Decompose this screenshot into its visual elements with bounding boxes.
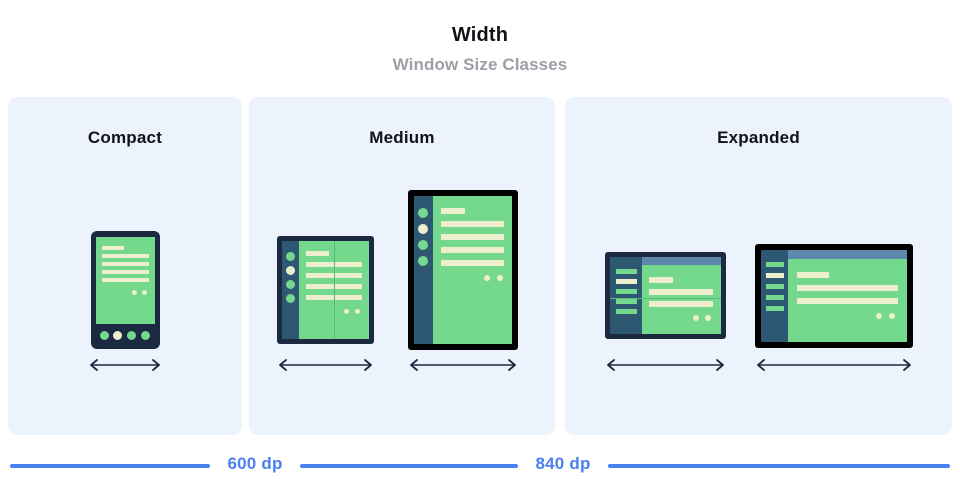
foldable-screen [610, 257, 721, 334]
phone-screen [96, 237, 155, 324]
content-bar [102, 278, 149, 282]
panel-label-compact: Compact [87, 128, 163, 147]
content-dot [355, 309, 360, 314]
app-top-bar [788, 250, 907, 259]
phone-bottom-nav [96, 327, 155, 343]
content-bar [797, 272, 829, 278]
fold-line-vertical [334, 241, 335, 339]
content-dot [889, 313, 895, 319]
nav-item[interactable] [127, 331, 136, 340]
ruler-segment-right [300, 464, 494, 468]
nav-item[interactable] [286, 294, 295, 303]
ruler-segment-left [10, 464, 210, 468]
content-dot [693, 315, 699, 321]
content-bar [441, 221, 504, 227]
nav-item[interactable] [616, 299, 637, 304]
device-foldable-landscape [605, 252, 726, 339]
device-phone-portrait [91, 231, 160, 349]
navigation-drawer [610, 257, 642, 334]
width-arrow-expanded-tablet [754, 358, 914, 372]
content-dot [344, 309, 349, 314]
content-dot [484, 275, 490, 281]
page-subtitle: Window Size Classes [392, 55, 568, 74]
fold-line-horizontal [610, 298, 721, 299]
content-bar [102, 262, 149, 266]
nav-item[interactable] [418, 240, 428, 250]
nav-item-active[interactable] [113, 331, 122, 340]
panel-medium: Medium [249, 97, 555, 435]
tablet-screen [414, 196, 512, 344]
device-tablet-portrait [408, 190, 518, 350]
content-bar [102, 246, 124, 250]
ruler-segment-left [460, 464, 518, 468]
ruler-label-600dp: 600 dp [227, 454, 283, 473]
content-dot [705, 315, 711, 321]
content-dot [497, 275, 503, 281]
width-arrow-medium-foldable [276, 358, 375, 372]
ruler-label-840dp: 840 dp [535, 454, 591, 473]
nav-item[interactable] [286, 280, 295, 289]
device-tablet-landscape [755, 244, 913, 348]
nav-item[interactable] [418, 208, 428, 218]
tablet-screen [761, 250, 907, 342]
panel-compact: Compact [8, 97, 242, 435]
nav-item-active[interactable] [616, 279, 637, 284]
content-bar [441, 260, 504, 266]
content-bar [441, 247, 504, 253]
content-bar [797, 298, 898, 304]
content-dot [142, 290, 147, 295]
ruler-segment-right [608, 464, 950, 468]
nav-item[interactable] [100, 331, 109, 340]
navigation-rail [414, 196, 433, 344]
content-bar [102, 254, 149, 258]
content-bar [441, 234, 504, 240]
page-title: Width [451, 24, 509, 46]
content-bar [797, 285, 898, 291]
nav-item[interactable] [766, 306, 784, 311]
panel-label-medium: Medium [369, 128, 435, 147]
content-bar [649, 301, 713, 307]
panel-expanded: Expanded [565, 97, 952, 435]
width-arrow-medium-tablet [407, 358, 519, 372]
app-top-bar [642, 257, 721, 265]
nav-item-active[interactable] [418, 224, 428, 234]
content-dot [132, 290, 137, 295]
nav-item[interactable] [766, 295, 784, 300]
nav-item[interactable] [141, 331, 150, 340]
panel-label-expanded: Expanded [717, 128, 800, 147]
width-arrow-expanded-foldable [604, 358, 727, 372]
nav-item[interactable] [418, 256, 428, 266]
navigation-drawer [761, 250, 788, 342]
nav-item[interactable] [616, 309, 637, 314]
content-bar [649, 289, 713, 295]
nav-item[interactable] [616, 289, 637, 294]
content-bar [102, 270, 149, 274]
content-dot [876, 313, 882, 319]
width-arrow-compact [87, 358, 163, 372]
foldable-screen [282, 241, 369, 339]
nav-item[interactable] [286, 252, 295, 261]
nav-item-active[interactable] [286, 266, 295, 275]
content-bar [306, 251, 329, 256]
nav-item[interactable] [616, 269, 637, 274]
nav-item[interactable] [766, 284, 784, 289]
navigation-rail [282, 241, 299, 339]
content-bar [441, 208, 465, 214]
nav-item[interactable] [766, 262, 784, 267]
nav-item-active[interactable] [766, 273, 784, 278]
device-foldable-portrait [277, 236, 374, 344]
content-bar [649, 277, 673, 283]
